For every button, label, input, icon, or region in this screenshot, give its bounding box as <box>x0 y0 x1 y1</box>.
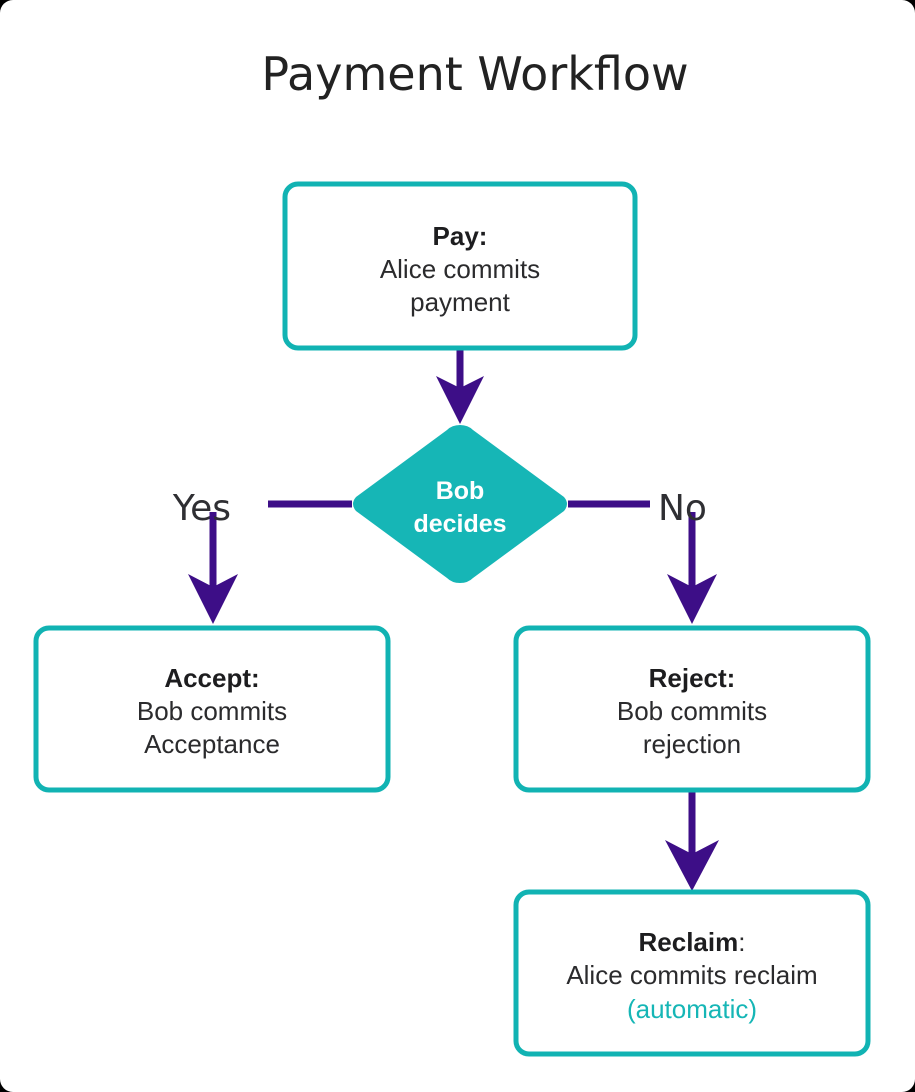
node-reject-line-1: Bob commits <box>617 696 767 726</box>
node-reject-heading: Reject: <box>649 663 736 693</box>
edge-decides-to-accept: Yes <box>172 488 352 624</box>
edge-decides-to-reject: No <box>568 488 717 624</box>
node-accept[interactable]: Accept: Bob commits Acceptance <box>33 625 391 793</box>
node-reject-shape[interactable] <box>513 625 871 793</box>
node-bob-decides-shape[interactable] <box>353 425 567 583</box>
node-accept-line-1: Bob commits <box>137 696 287 726</box>
node-reclaim-shape[interactable] <box>513 889 871 1057</box>
node-reclaim-line-1: Alice commits reclaim <box>566 960 817 990</box>
node-reclaim-heading-suffix: : <box>738 927 745 957</box>
edge-label-yes: Yes <box>172 488 231 529</box>
node-accept-heading: Accept: <box>164 663 259 693</box>
edge-label-no: No <box>658 488 707 529</box>
node-reclaim[interactable]: Reclaim: Alice commits reclaim (automati… <box>513 889 871 1057</box>
node-pay-line-2: payment <box>410 287 510 317</box>
node-reject[interactable]: Reject: Bob commits rejection <box>513 625 871 793</box>
node-reclaim-heading: Reclaim <box>639 927 739 957</box>
node-pay-heading: Pay: <box>433 221 488 251</box>
node-accept-shape[interactable] <box>33 625 391 793</box>
edge-pay-to-decides <box>436 348 484 424</box>
node-reclaim-accent-line: (automatic) <box>627 994 757 1024</box>
edge-reject-to-reclaim <box>665 790 719 891</box>
node-pay-shape[interactable] <box>282 181 638 351</box>
node-bob-decides-line-1: Bob <box>436 477 485 505</box>
node-bob-decides[interactable]: Bob decides <box>353 425 567 583</box>
page-title: Payment Workflow <box>261 47 688 101</box>
node-accept-line-2: Acceptance <box>144 729 280 759</box>
arrowhead-icon <box>665 840 719 891</box>
node-bob-decides-line-2: decides <box>413 510 506 538</box>
node-reclaim-heading-group: Reclaim: <box>639 927 746 957</box>
arrowhead-icon <box>188 574 238 624</box>
arrowhead-icon <box>436 376 484 424</box>
node-pay[interactable]: Pay: Alice commits payment <box>282 181 638 351</box>
node-pay-line-1: Alice commits <box>380 254 540 284</box>
node-reject-line-2: rejection <box>643 729 741 759</box>
arrowhead-icon <box>667 574 717 624</box>
